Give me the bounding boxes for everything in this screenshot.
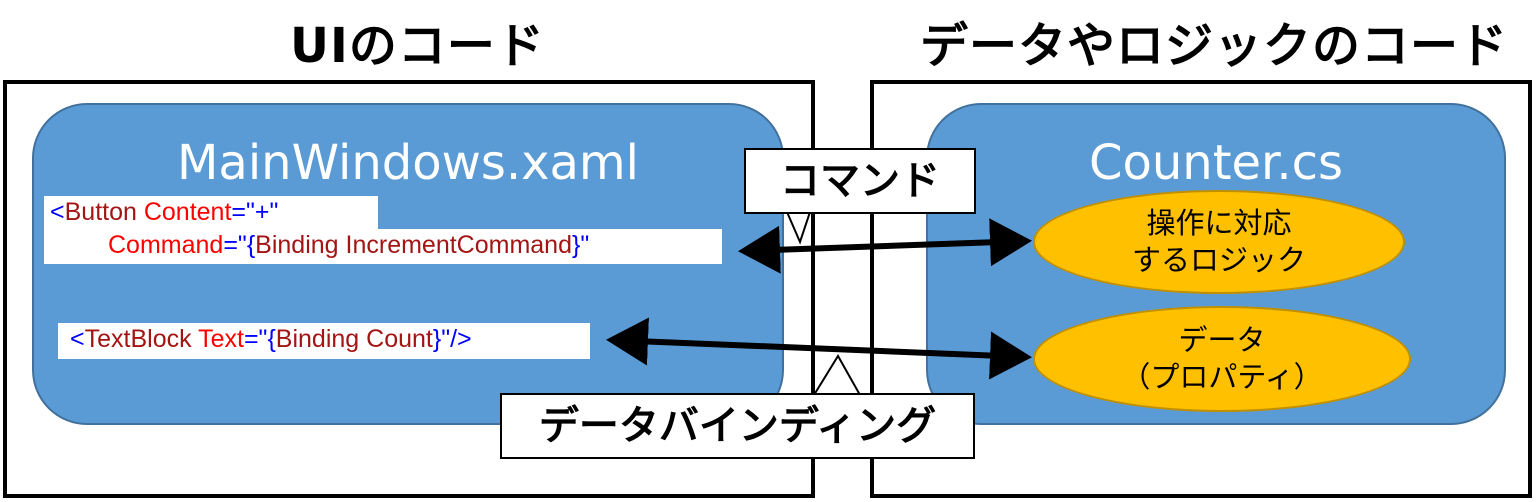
logic-ellipse: 操作に対応 するロジック	[1033, 190, 1405, 294]
ui-code-heading: UIのコード	[290, 18, 545, 74]
command-binding-arrow	[738, 218, 1032, 274]
command-callout: コマンド	[744, 148, 976, 214]
command-xaml-code: Command="{Binding IncrementCommand}"	[44, 229, 722, 264]
text-attribute: Text	[198, 325, 244, 353]
content-attribute: Content	[143, 198, 232, 226]
text-binding-text: Binding Count	[275, 325, 433, 353]
textblock-xaml-code: <TextBlock Text="{Binding Count}"/>	[58, 323, 590, 359]
button-element-name: Button	[64, 198, 137, 226]
command-lbrace: {	[246, 231, 256, 259]
data-ellipse: データ （プロパティ）	[1033, 306, 1411, 412]
logic-ellipse-line2: するロジック	[1131, 243, 1306, 277]
content-close-quote: "	[269, 198, 279, 226]
text-close: "/>	[441, 325, 472, 353]
mainwindow-xaml-title: MainWindows.xaml	[176, 135, 640, 191]
command-callout-pointer	[785, 211, 812, 245]
data-binding-callout: データバインディング	[500, 393, 975, 459]
counter-cs-title: Counter.cs	[1088, 135, 1344, 191]
content-equals: ="	[231, 198, 255, 226]
data-binding-callout-pointer	[812, 354, 862, 396]
button-xaml-code: <Button Content="+"	[44, 196, 378, 229]
button-open-bracket: <	[50, 198, 65, 226]
logic-ellipse-line1: 操作に対応	[1146, 206, 1292, 240]
textblock-element-name: TextBlock	[84, 325, 192, 353]
text-equals: ="	[243, 325, 268, 353]
command-equals: ="	[223, 231, 247, 259]
command-attribute: Command	[108, 231, 224, 259]
text-lbrace: {	[267, 325, 276, 353]
data-binding-arrow	[606, 317, 1032, 380]
command-rbrace: }	[572, 231, 581, 259]
data-logic-code-heading: データやロジックのコード	[920, 18, 1509, 74]
text-rbrace: }	[432, 325, 442, 353]
data-ellipse-line2: （プロパティ）	[1121, 360, 1323, 394]
textblock-open-bracket: <	[70, 325, 85, 353]
command-binding-text: Binding IncrementCommand	[255, 231, 572, 259]
data-ellipse-line1: データ	[1178, 323, 1266, 357]
command-close-quote: "	[580, 231, 590, 259]
content-value: +	[254, 198, 270, 226]
